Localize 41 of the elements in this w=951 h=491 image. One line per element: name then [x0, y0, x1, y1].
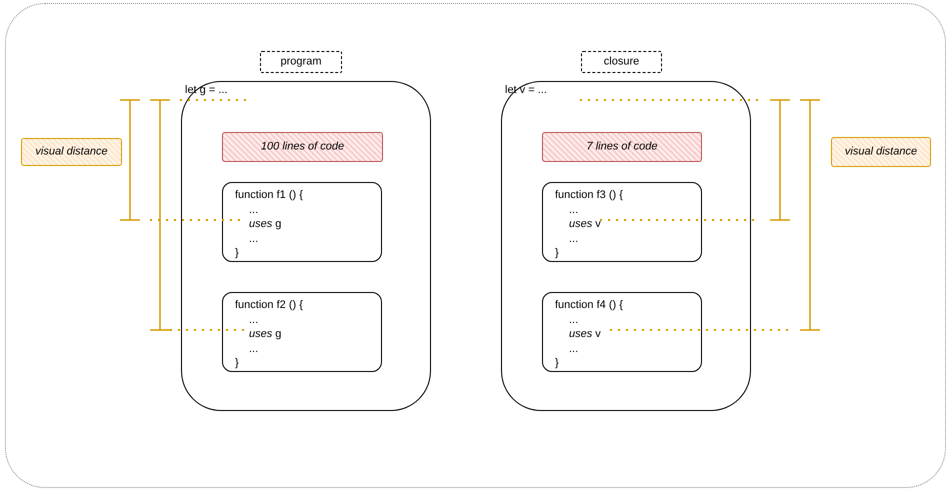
annotation-box — [21, 138, 122, 166]
code-line: ... — [569, 204, 578, 216]
code-line: uses v — [569, 218, 601, 231]
code-line: function f1 () { — [235, 189, 303, 202]
code-line: uses v — [569, 328, 601, 341]
function-box — [542, 292, 702, 372]
scope-tag — [581, 51, 662, 73]
highlight-box — [222, 132, 383, 162]
scope-label: program — [280, 56, 322, 68]
code-line: } — [235, 247, 239, 260]
diagram-frame — [5, 3, 946, 488]
code-line: ... — [249, 314, 258, 326]
code-line: ... — [569, 314, 578, 326]
annotation-label: visual distance — [844, 146, 918, 158]
code-line: let v = ... — [505, 84, 547, 97]
code-line: let g = ... — [185, 84, 228, 97]
code-line: } — [555, 247, 559, 260]
function-box — [222, 182, 382, 262]
annotation-label: visual distance — [34, 146, 109, 158]
function-box — [542, 182, 702, 262]
code-line: function f4 () { — [555, 299, 623, 312]
scope-tag — [260, 51, 342, 73]
code-line: function f3 () { — [555, 189, 623, 202]
code-line: ... — [569, 232, 578, 246]
highlight-box — [542, 132, 702, 162]
code-line: uses g — [249, 328, 282, 341]
scope-box — [501, 81, 751, 411]
code-line: ... — [249, 232, 258, 246]
code-line: ... — [569, 342, 578, 356]
scope-box — [181, 81, 431, 411]
highlight-label: 100 lines of code — [260, 140, 346, 154]
function-box — [222, 292, 382, 372]
highlight-label: 7 lines of code — [586, 140, 658, 154]
code-line: } — [555, 357, 559, 370]
code-line: uses g — [249, 218, 282, 231]
annotation-box — [831, 137, 931, 167]
code-line: } — [235, 357, 239, 370]
code-line: function f2 () { — [235, 299, 303, 312]
code-line: ... — [249, 342, 258, 356]
code-line: ... — [249, 204, 258, 216]
scope-label: closure — [602, 56, 640, 68]
